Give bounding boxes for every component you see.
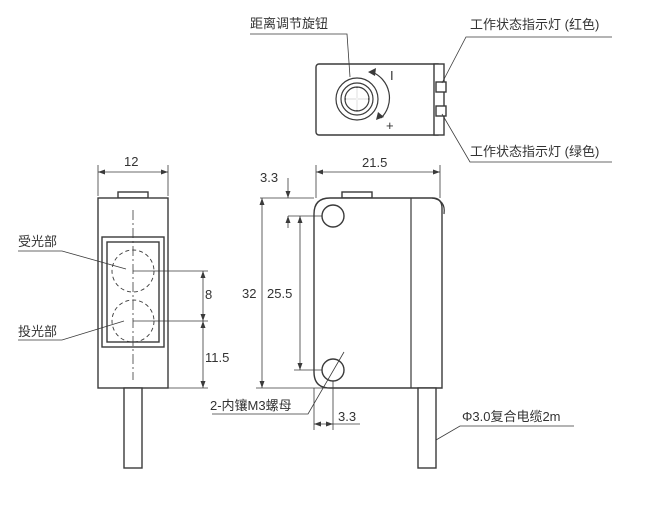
side-width-dim: 21.5 bbox=[362, 155, 387, 170]
red-led-icon bbox=[435, 81, 447, 93]
side-top-bump bbox=[341, 191, 373, 199]
side-cable bbox=[417, 387, 437, 469]
green-led-icon bbox=[435, 105, 447, 117]
indicator-red-label: 工作状态指示灯 (红色) bbox=[470, 17, 599, 32]
front-top-bump bbox=[117, 191, 149, 199]
front-cable bbox=[123, 387, 143, 469]
hole-side-offset-dim: 3.3 bbox=[338, 409, 356, 424]
indicator-green-label: 工作状态指示灯 (绿色) bbox=[470, 144, 599, 159]
knob-minus-label: I bbox=[390, 68, 394, 83]
knob-leader bbox=[250, 33, 351, 78]
top-view: I + 距离调节旋钮 工作状态指示灯 (红色) 工作状态指示灯 (绿色) bbox=[250, 16, 612, 163]
cable-label: Φ3.0复合电缆2m bbox=[462, 409, 561, 424]
red-indicator-leader bbox=[441, 36, 612, 84]
lens-spacing-dim: 8 bbox=[205, 287, 212, 302]
bottom-mounting-hole-icon bbox=[321, 358, 345, 382]
top-view-tab bbox=[433, 63, 445, 136]
emitter-label: 投光部 bbox=[18, 324, 57, 339]
cable-leader bbox=[435, 425, 574, 441]
top-mounting-hole-icon bbox=[321, 204, 345, 228]
hole-spacing-dim: 25.5 bbox=[267, 286, 292, 301]
receiver-leader bbox=[18, 250, 127, 270]
lens-bottom-dim: 11.5 bbox=[205, 350, 229, 365]
receiver-label: 受光部 bbox=[18, 234, 57, 249]
distance-knob-icon bbox=[335, 68, 391, 121]
nut-leader bbox=[212, 351, 345, 415]
nut-label: 2-内镶M3螺母 bbox=[210, 398, 292, 413]
emitter-leader bbox=[18, 320, 125, 341]
knob-plus-label: + bbox=[386, 118, 394, 133]
side-view: 21.5 3.3 32 25.5 bbox=[210, 155, 574, 469]
distance-knob-label: 距离调节旋钮 bbox=[250, 16, 328, 31]
front-view: 12 8 11.5 受光部 投光部 bbox=[18, 154, 229, 469]
green-indicator-leader bbox=[441, 113, 612, 163]
front-width-dim: 12 bbox=[124, 154, 138, 169]
height-total-dim: 32 bbox=[242, 286, 256, 301]
hole-top-offset-dim: 3.3 bbox=[260, 170, 278, 185]
